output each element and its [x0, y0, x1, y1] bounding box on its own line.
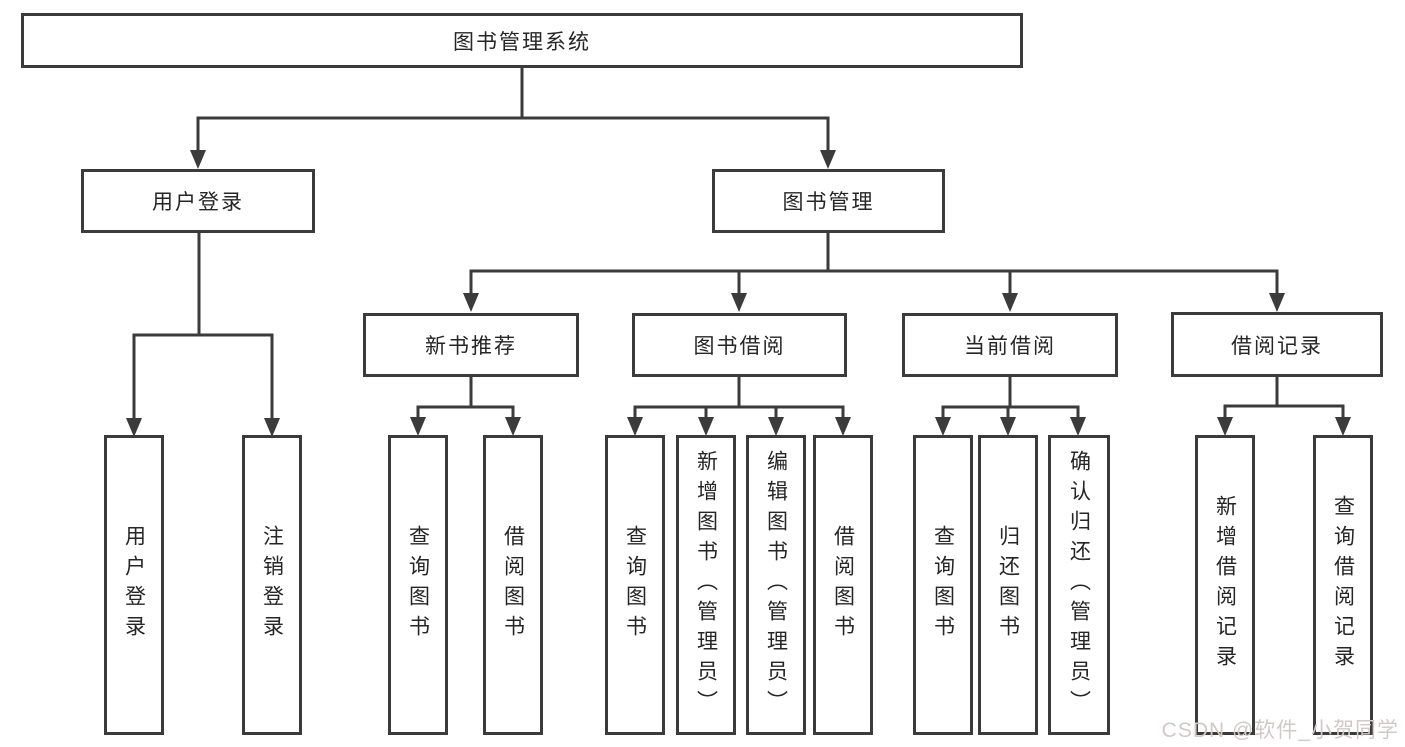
leaf-borrow-books-recommend: 借阅图书: [483, 435, 543, 735]
leaf-edit-books-admin: 编辑图书（管理员）: [746, 435, 806, 735]
node-label: 图书管理: [782, 191, 875, 214]
node-label: 用户登录: [122, 525, 146, 645]
node-new-book-recommend: 新书推荐: [363, 313, 579, 377]
leaf-user-login: 用户登录: [104, 435, 164, 735]
node-label: 注销登录: [260, 525, 284, 645]
node-label: 确认归还（管理员）: [1067, 450, 1091, 720]
node-book-management: 图书管理: [712, 169, 945, 233]
node-label: 查询图书: [406, 525, 430, 645]
leaf-query-borrow-record: 查询借阅记录: [1313, 435, 1373, 735]
leaf-query-books-recommend: 查询图书: [388, 435, 448, 735]
node-book-borrowing: 图书借阅: [632, 313, 847, 377]
node-label: 编辑图书（管理员）: [764, 450, 788, 720]
node-label: 归还图书: [996, 525, 1020, 645]
node-label: 新书推荐: [425, 335, 517, 358]
node-current-borrowing: 当前借阅: [902, 313, 1118, 377]
csdn-watermark: CSDN @软件_小贺同学: [1161, 719, 1399, 742]
node-label: 查询借阅记录: [1331, 495, 1355, 675]
node-label: 查询图书: [931, 525, 955, 645]
leaf-query-books-current: 查询图书: [913, 435, 973, 735]
leaf-query-books-borrowing: 查询图书: [605, 435, 665, 735]
node-label: 借阅图书: [831, 525, 855, 645]
node-label: 新增借阅记录: [1213, 495, 1237, 675]
node-library-management-system: 图书管理系统: [21, 13, 1023, 68]
leaf-confirm-return-admin: 确认归还（管理员）: [1048, 435, 1110, 735]
node-label: 新增图书（管理员）: [694, 450, 718, 720]
node-borrowing-records: 借阅记录: [1171, 312, 1383, 377]
leaf-add-borrow-record: 新增借阅记录: [1195, 435, 1255, 735]
node-user-login: 用户登录: [81, 169, 315, 233]
leaf-logout: 注销登录: [242, 435, 302, 735]
node-label: 图书借阅: [693, 335, 786, 358]
leaf-add-books-admin: 新增图书（管理员）: [676, 435, 736, 735]
arrowhead-icons: [126, 150, 1351, 437]
node-label: 借阅记录: [1231, 334, 1323, 358]
tree-edges: [132, 68, 1345, 419]
node-label: 图书管理系统: [453, 30, 591, 54]
node-label: 用户登录: [152, 191, 244, 214]
leaf-return-books: 归还图书: [978, 435, 1038, 735]
leaf-borrow-books: 借阅图书: [813, 435, 873, 735]
node-label: 当前借阅: [964, 335, 1056, 358]
node-label: 借阅图书: [501, 525, 525, 645]
node-label: 查询图书: [623, 525, 647, 645]
